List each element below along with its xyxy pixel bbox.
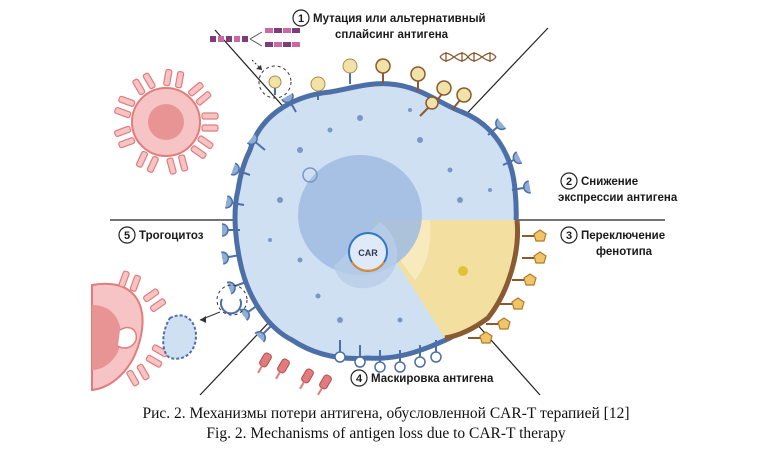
antigen-receptor-icon	[502, 151, 523, 166]
svg-text:Снижение: Снижение	[581, 176, 638, 188]
masking-antibody-icon	[299, 368, 314, 390]
car-center: CAR	[348, 232, 388, 272]
antigen-receptor-icon	[354, 345, 366, 368]
svg-text:4: 4	[356, 373, 363, 385]
svg-text:Трогоцитоз: Трогоцитоз	[139, 230, 204, 242]
svg-text:Мутация или альтернативный: Мутация или альтернативный	[313, 13, 486, 25]
figure-caption-ru: Рис. 2. Механизмы потери антигена, обусл…	[142, 405, 630, 422]
antigen-receptor-icon	[221, 251, 241, 265]
membrane-fragment	[162, 284, 248, 360]
phenotype-marker-icon	[500, 297, 525, 310]
antigen-receptor-icon	[430, 340, 442, 363]
dna-icon	[439, 52, 497, 62]
svg-text:фенотипа: фенотипа	[596, 246, 653, 258]
antigen-receptor-icon	[374, 350, 386, 373]
mutant-antigens	[310, 58, 472, 117]
label-mechanism-4: 4 Маскировка антигена	[350, 369, 494, 387]
svg-text:Переключение: Переключение	[581, 230, 665, 242]
car-t-receptor-icon	[126, 363, 150, 387]
svg-text:экспрессии антигена: экспрессии антигена	[558, 192, 678, 204]
car-t-receptor-icon	[114, 95, 136, 119]
antigen-receptor-icon	[281, 93, 297, 113]
car-t-receptor-icon	[188, 81, 212, 106]
car-t-receptors-top	[114, 68, 219, 175]
phenotype-membrane	[444, 219, 520, 341]
phenotype-marker-icon	[522, 251, 547, 264]
car-t-receptors-bottom	[118, 270, 169, 387]
car-label: CAR	[358, 248, 378, 258]
car-t-receptor-icon	[114, 125, 136, 149]
phenotype-marker-icon	[512, 273, 537, 286]
antigen-receptor-icon	[246, 133, 266, 151]
label-mechanism-3: 3 Переключение фенотипа	[560, 226, 665, 258]
car-t-cell-left-top	[131, 87, 201, 157]
antigen-receptor-icon	[414, 345, 426, 368]
splicing-diagram	[210, 28, 300, 47]
antigen-receptor-icon	[239, 304, 259, 321]
antigen-receptor-icon	[334, 340, 346, 363]
car-t-receptor-icon	[190, 135, 214, 159]
phenotype-marker-icon	[468, 331, 493, 344]
label-mechanism-5: 5 Трогоцитоз	[118, 226, 204, 244]
antigen-receptor-icon	[225, 195, 245, 209]
car-t-receptor-icon	[118, 270, 141, 292]
tumor-cell	[232, 81, 520, 361]
masking-antibody-icon	[275, 358, 290, 380]
released-antigen	[251, 59, 292, 99]
organelles	[268, 108, 492, 323]
antigen-receptor-icon	[394, 350, 406, 373]
svg-text:5: 5	[124, 230, 130, 242]
phenotype-marker-icon	[486, 317, 511, 330]
svg-text:2: 2	[566, 176, 572, 188]
car-t-receptor-icon	[166, 154, 189, 175]
svg-text:Маскировка антигена: Маскировка антигена	[371, 373, 494, 385]
car-t-receptor-icon	[163, 68, 185, 89]
masking-antibody-icon	[257, 352, 272, 374]
masking-antibody-icon	[317, 374, 332, 396]
car-t-receptor-icon	[201, 112, 219, 132]
masking-antibodies	[257, 340, 442, 396]
car-t-cell-left-bottom	[91, 282, 144, 392]
antigen-receptor-icon	[221, 223, 240, 237]
svg-text:3: 3	[566, 230, 572, 242]
label-mechanism-1: 1 Мутация или альтернативный сплайсинг а…	[292, 9, 486, 41]
car-t-receptor-icon	[143, 288, 167, 312]
phenotype-marker-icon	[522, 229, 547, 242]
antigen-receptor-icon	[230, 162, 251, 176]
figure-caption-en: Fig. 2. Mechanisms of antigen loss due t…	[206, 425, 566, 442]
label-mechanism-2: 2 Снижение экспрессии антигена	[558, 172, 678, 204]
antigen-receptor-icon	[254, 324, 273, 343]
phenotype-markers	[468, 229, 547, 344]
surface-antigens	[221, 93, 531, 343]
svg-text:сплайсинг антигена: сплайсинг антигена	[335, 29, 449, 41]
antigen-receptor-icon	[487, 118, 507, 136]
antigen-receptor-icon	[511, 180, 531, 194]
car-t-receptor-icon	[132, 72, 156, 96]
svg-text:1: 1	[298, 13, 304, 25]
car-t-receptor-icon	[135, 150, 159, 173]
